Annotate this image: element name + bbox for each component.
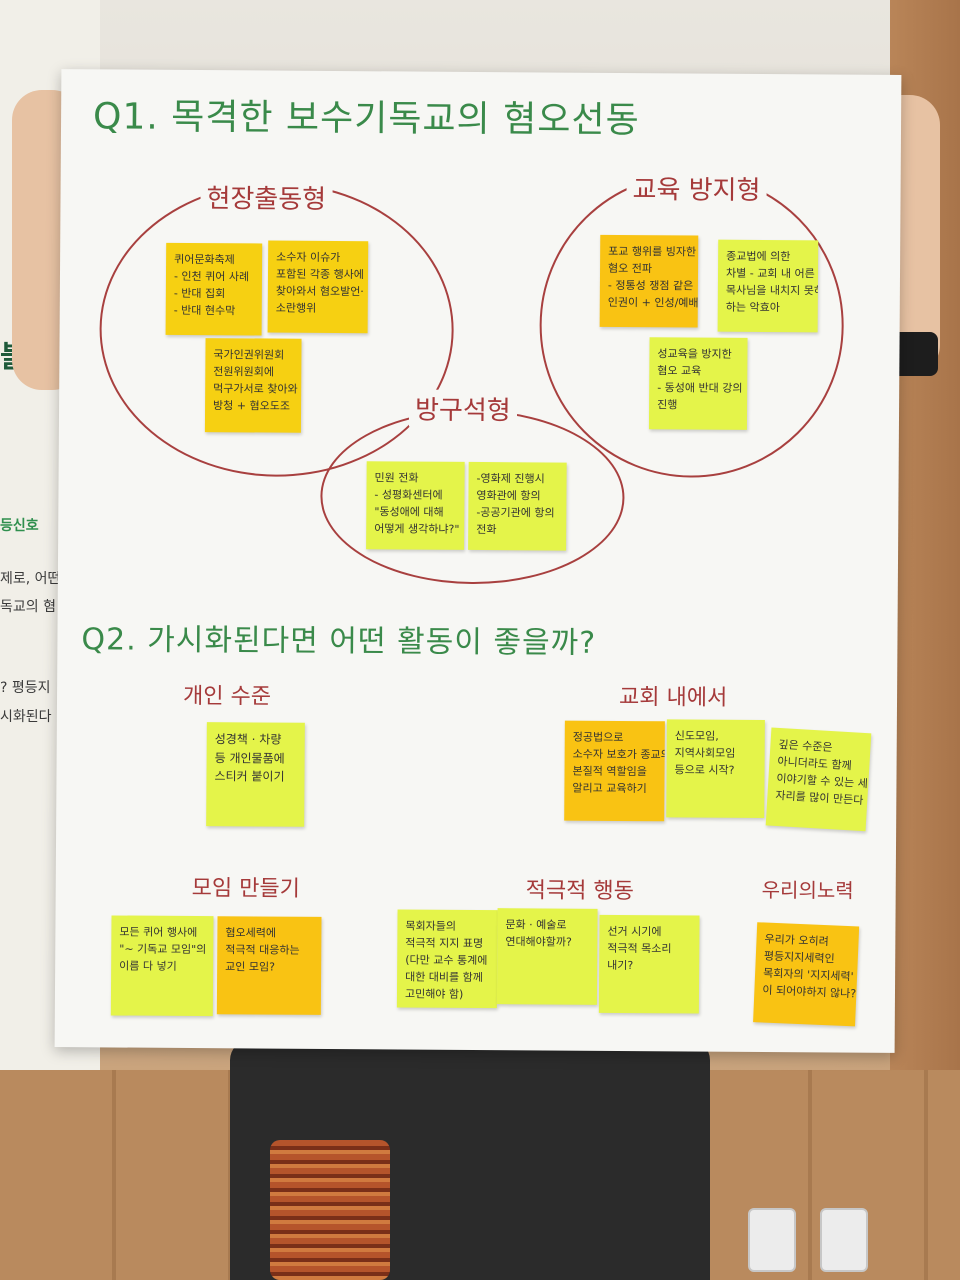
sticky-note: 성교육을 방지한 혐오 교육 - 동성애 반대 강의 진행 [648, 337, 748, 430]
sticky-note: -영화제 진행시 영화관에 항의 -공공기관에 항의 전화 [468, 461, 567, 551]
woven-bag [270, 1140, 390, 1280]
group-label: 적극적 행동 [525, 878, 634, 905]
sticky-note: 종교법에 의한 차별 - 교회 내 어른 목사님을 내치지 못하여 하는 악효아 [717, 239, 819, 333]
sticky-note: 문화 · 예술로 연대해야할까? [496, 908, 598, 1005]
sticky-note: 깊은 수준은 아니더라도 함께 이야기할 수 있는 세미나 자리를 많이 만든다 [765, 727, 872, 832]
group-label: 모임 만들기 [191, 876, 300, 902]
sticky-note: 퀴어문화축제 - 인천 퀴어 사례 - 반대 집회 - 반대 현수막 [165, 242, 263, 336]
sticky-note: 국가인권위원회 전원위원회에 먹구가서로 찾아와 방청 + 혐오도조 [204, 338, 302, 433]
sticky-note: 성경책 · 차량 등 개인물품에 스티커 붙이기 [206, 722, 305, 827]
sticky-note: 포교 행위를 빙자한 혐오 전파 - 정통성 쟁점 같은 인권이 + 인성/예배… [599, 234, 699, 328]
q2-title: Q2. 가시화된다면 어떤 활동이 좋을까? [81, 622, 597, 661]
sticky-note: 선거 시기에 적극적 목소리 내기? [598, 914, 700, 1014]
sticky-note: 민원 전화 - 성평화센터에 "동성애에 대해 어떻게 생각하냐?" [366, 461, 465, 550]
wall-outlet [748, 1208, 796, 1272]
group-label: 방구석형 [408, 389, 517, 428]
poster-board: Q1. 목격한 보수기독교의 혐오선동 현장출동형 퀴어문화축제 - 인천 퀴어… [54, 69, 902, 1053]
screen-fragment: 등신호 [0, 518, 39, 534]
group-label: 개인 수준 [182, 683, 272, 710]
sticky-note: 정공법으로 소수자 보호가 종교의 본질적 역할임을 알리고 교육하기 [564, 720, 665, 822]
group-label: 교육 방지형 [626, 169, 767, 208]
screen-fragment: ? 평등지 [0, 680, 51, 696]
screen-fragment: 독교의 혐 [0, 599, 56, 615]
screen-fragment: 시화된다 [0, 709, 52, 725]
sticky-note: 모든 퀴어 행사에 "~ 기독교 모임"의 이름 다 넣기 [110, 915, 214, 1017]
group-label: 우리의노력 [761, 877, 854, 903]
sticky-note: 혐오세력에 적극적 대응하는 교인 모임? [216, 916, 322, 1015]
q1-title: Q1. 목격한 보수기독교의 혐오선동 [92, 96, 640, 142]
screen-fragment: 제로, 어떤 [0, 571, 61, 587]
sticky-note: 우리가 오히려 평등지지세력인 목회자의 '지지세력' 이 되어야하지 않나? [753, 922, 860, 1027]
sticky-note: 목회자들의 적극적 지지 표명 (다만 교수 통계에 대한 대비를 함께 고민해… [396, 909, 498, 1009]
group-label: 현장출동형 [200, 178, 333, 216]
wall-outlet [820, 1208, 868, 1272]
sticky-note: 신도모임, 지역사회모임 등으로 시작? [666, 719, 765, 819]
sticky-note: 소수자 이슈가 포함된 각종 행사에 찾아와서 혐오발언· 소란행위 [267, 240, 369, 334]
group-label: 교회 내에서 [618, 684, 728, 711]
